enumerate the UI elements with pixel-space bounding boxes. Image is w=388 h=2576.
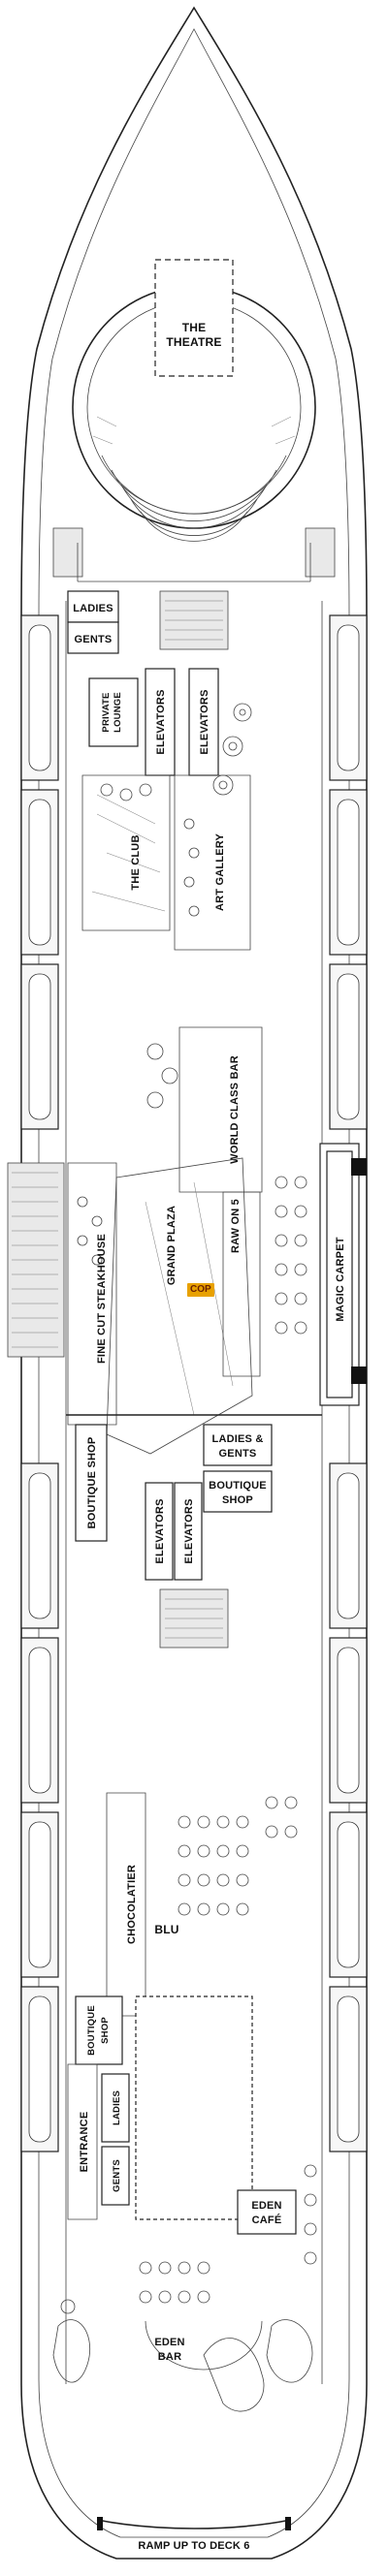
eden-bar-label-1: EDEN <box>154 2337 184 2348</box>
spiral-stairs-fwd <box>212 703 252 796</box>
world-class-bar-room <box>178 1026 263 1193</box>
boutique-shop-fwd-label: BOUTIQUE SHOP <box>86 1437 98 1529</box>
boutique-shop-mid <box>203 1470 273 1513</box>
raw-on-5-seating <box>275 1176 307 1335</box>
theatre-area: THE <box>52 259 336 578</box>
elevators-fwd-stbd <box>188 668 219 776</box>
boutique-shop-fwd <box>75 1424 108 1542</box>
ladies-gents-mid-label-1: LADIES & <box>212 1433 264 1445</box>
ramp-line <box>96 2519 292 2529</box>
art-gallery-room <box>174 774 251 951</box>
world-class-bar-label: WORLD CLASS BAR <box>229 1055 241 1164</box>
the-club-room <box>81 774 171 931</box>
ladies-aft-label: LADIES <box>112 2090 122 2125</box>
boutique-shop-aft-label-1: BOUTIQUE <box>86 2005 97 2056</box>
blu-label: BLU <box>154 1923 178 1936</box>
gents-room-fwd <box>67 621 119 654</box>
ramp-label: RAMP UP TO DECK 6 <box>138 2540 249 2552</box>
fine-cut-steakhouse-area <box>7 1162 117 1426</box>
entrance-label: ENTRANCE <box>79 2112 90 2173</box>
eden-cafe-label-1: EDEN <box>251 2200 281 2212</box>
private-lounge-label: PRIVATE <box>101 692 112 732</box>
blu-seating <box>178 1796 298 1916</box>
boutique-shop-aft <box>75 1995 123 2065</box>
entrance-area <box>67 2063 98 2220</box>
elevators-mid-port-label: ELEVATORS <box>154 1498 166 1563</box>
lifeboats-starboard <box>329 614 368 2152</box>
grand-plaza <box>106 1157 253 1455</box>
art-gallery-label: ART GALLERY <box>214 833 226 911</box>
lifeboats-port <box>20 614 59 2152</box>
aft-service-block <box>135 1995 253 2220</box>
ladies-fwd-label: LADIES <box>73 603 113 614</box>
elevators-mid-port <box>145 1482 174 1581</box>
eden-bar-counter <box>145 2320 263 2371</box>
private-lounge-room <box>88 677 139 747</box>
magic-carpet <box>319 1143 367 1406</box>
svg-text:THEATRE: THEATRE <box>166 335 221 349</box>
elevators-mid-stbd <box>174 1482 203 1581</box>
you-are-here-marker: COP <box>187 1283 214 1297</box>
boutique-shop-aft-label-2: SHOP <box>100 2017 111 2044</box>
elevators-mid-stbd-label: ELEVATORS <box>183 1498 195 1563</box>
info-icon <box>60 2299 76 2314</box>
theatre-stage <box>154 259 234 377</box>
raw-on-5-label: RAW ON 5 <box>230 1199 242 1253</box>
svg-text:LOUNGE: LOUNGE <box>113 692 123 733</box>
eden-cafe-label-2: CAFÉ <box>252 2214 282 2226</box>
theatre-seating <box>101 455 287 515</box>
grand-plaza-label: GRAND PLAZA <box>166 1206 178 1285</box>
theatre-side-stairs-left <box>52 527 83 578</box>
chocolatier-label: CHOCOLATIER <box>126 1865 138 1944</box>
elevators-fwd-port-label: ELEVATORS <box>155 689 167 754</box>
ladies-gents-mid-label-2: GENTS <box>219 1448 257 1460</box>
the-club-label: THE CLUB <box>130 834 142 890</box>
raw-on-5-bar <box>222 1191 261 1377</box>
eden-bar-label-2: BAR <box>158 2351 181 2363</box>
boutique-shop-mid-label-2: SHOP <box>222 1494 253 1506</box>
theatre-label: THE <box>182 321 207 334</box>
gents-aft-label: GENTS <box>112 2159 122 2192</box>
gents-fwd-label: GENTS <box>75 634 113 645</box>
boutique-shop-mid-label-1: BOUTIQUE <box>209 1480 267 1492</box>
hull-outline <box>20 6 368 2560</box>
theatre-side-stairs-right <box>305 527 336 578</box>
ladies-room-aft <box>101 2073 130 2143</box>
ladies-gents-mid <box>203 1424 273 1466</box>
eden-seating <box>139 2164 317 2304</box>
eden-cafe <box>237 2189 297 2235</box>
inner-hull <box>38 28 350 2538</box>
elevators-fwd-stbd-label: ELEVATORS <box>199 689 210 754</box>
gents-room-aft <box>101 2146 130 2206</box>
magic-carpet-label: MAGIC CARPET <box>335 1237 346 1321</box>
fine-cut-steakhouse-label: FINE CUT STEAKHOUSE <box>96 1234 108 1364</box>
